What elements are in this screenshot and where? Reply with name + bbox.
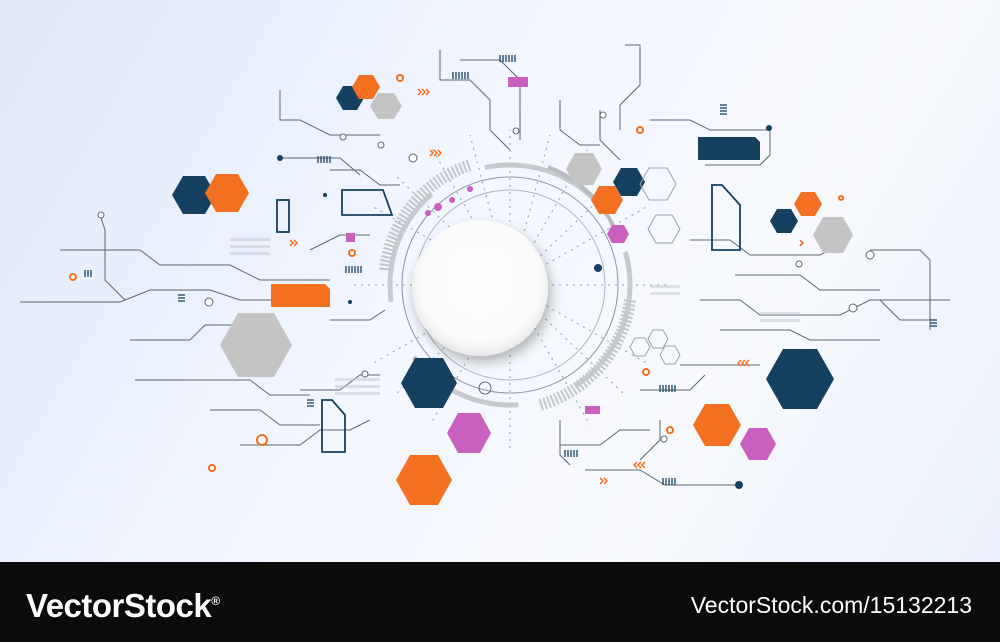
component-marks — [84, 55, 937, 485]
watermark-footer: VectorStock® VectorStock.com/15132213 — [0, 562, 1000, 642]
concentric-rings — [379, 159, 636, 411]
image-reference-url[interactable]: VectorStock.com/15132213 — [690, 592, 972, 618]
ring-dots — [425, 186, 473, 216]
circuit-traces — [20, 44, 950, 486]
chip-shapes — [271, 77, 760, 414]
vectorstock-logo[interactable]: VectorStock® — [26, 580, 220, 627]
outline-chips — [276, 184, 741, 453]
solid-nodes — [277, 125, 772, 489]
hexagons — [172, 75, 853, 505]
outline-hexagons — [629, 167, 681, 365]
orange-nodes — [69, 74, 844, 472]
registered-mark: ® — [211, 594, 220, 608]
circuit-illustration — [20, 44, 950, 505]
illustration-canvas — [0, 0, 1000, 562]
center-disc — [412, 220, 548, 356]
texture-blocks — [230, 238, 800, 395]
chevron-marks — [289, 88, 805, 485]
brand-name: VectorStock — [26, 587, 212, 624]
